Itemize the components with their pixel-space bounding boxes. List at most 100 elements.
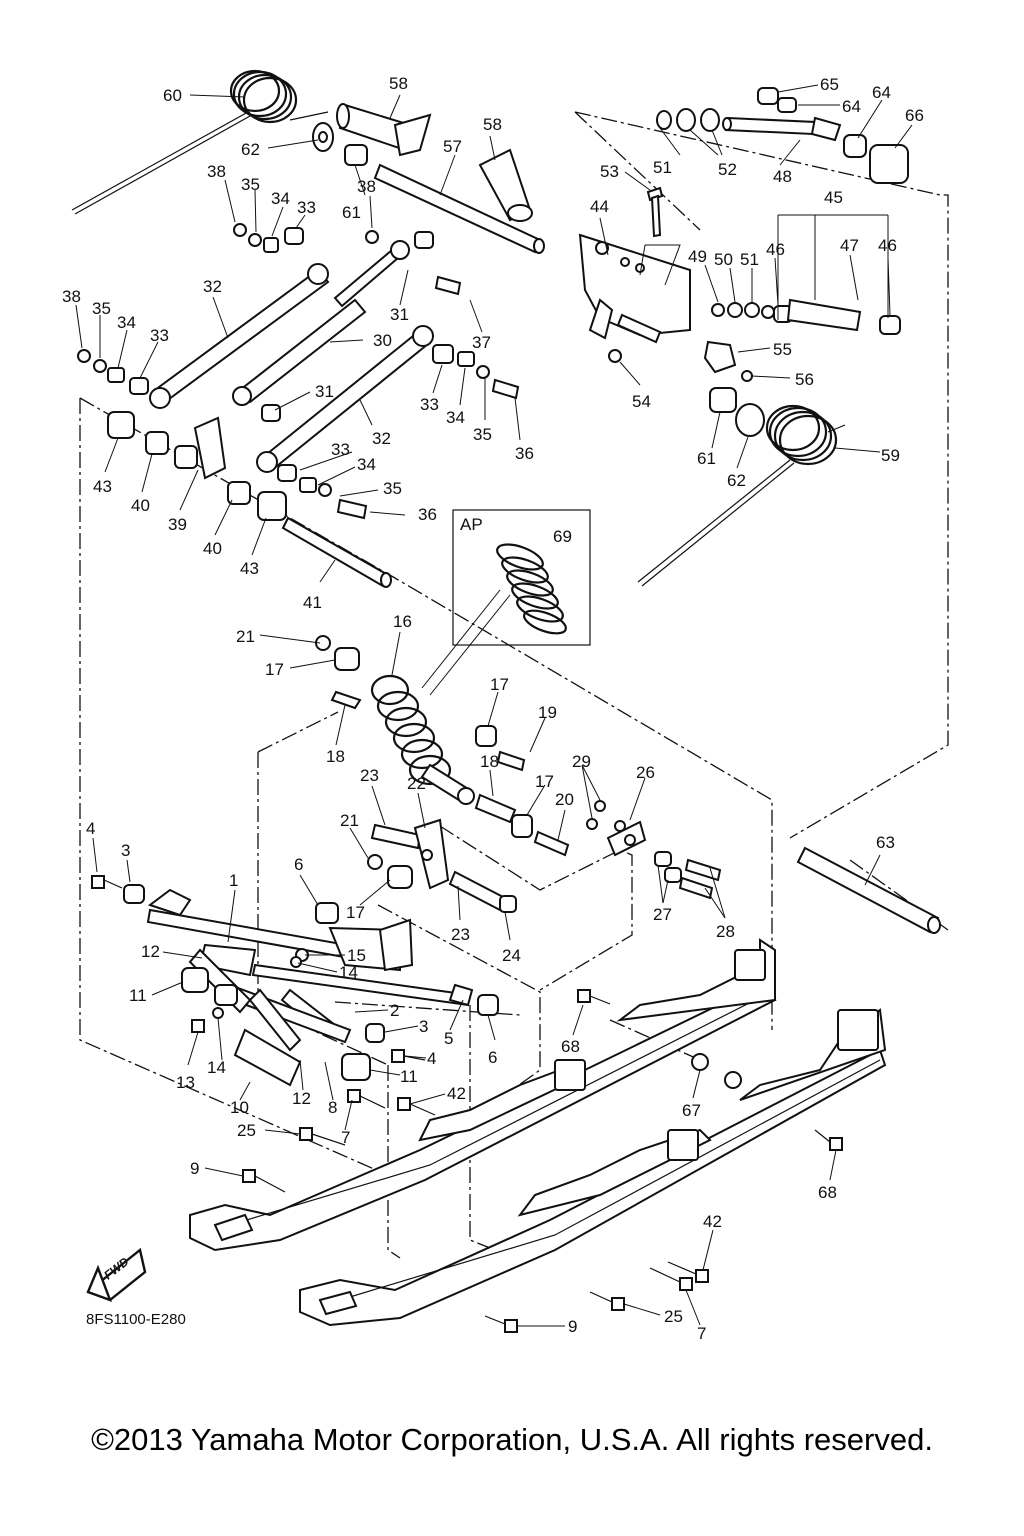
bracket-44 <box>578 233 691 344</box>
collar-58-a <box>336 103 432 157</box>
callout: 14 <box>339 963 358 982</box>
callout: 8 <box>328 1098 337 1117</box>
inset-label: AP <box>460 515 483 534</box>
callout: 17 <box>490 675 509 694</box>
callout: 63 <box>876 833 895 852</box>
callout: 35 <box>241 175 260 194</box>
callout: 27 <box>653 905 672 924</box>
callout: 18 <box>326 747 345 766</box>
callout: 51 <box>740 250 759 269</box>
callout: 3 <box>121 841 130 860</box>
callout: 21 <box>236 627 255 646</box>
rear-torsion-spring-right <box>637 404 846 587</box>
callout: 25 <box>237 1121 256 1140</box>
parts-54-55-56 <box>608 340 765 437</box>
washer-62-a <box>312 122 334 152</box>
callout: 52 <box>718 160 737 179</box>
callout: 40 <box>131 496 150 515</box>
callout: 16 <box>393 612 412 631</box>
callout: 35 <box>92 299 111 318</box>
callout-labels: 60 58 58 57 62 38 35 34 33 61 38 38 35 3… <box>62 74 924 1343</box>
slide-rail-rear <box>189 938 777 1252</box>
callout: 62 <box>727 471 746 490</box>
callout: 35 <box>383 479 402 498</box>
callout: 38 <box>357 177 376 196</box>
small-hardware-left <box>77 223 520 520</box>
callout: 29 <box>572 752 591 771</box>
slide-rail-front <box>299 1008 887 1327</box>
nuts-51-52 <box>656 108 720 132</box>
callout: 9 <box>190 1159 199 1178</box>
callout: 62 <box>241 140 260 159</box>
callout: 48 <box>773 167 792 186</box>
callout: 68 <box>561 1037 580 1056</box>
leader-lines <box>75 84 913 1327</box>
link-arm-32-lower <box>256 325 434 473</box>
callout: 17 <box>346 903 365 922</box>
callout: 41 <box>303 593 322 612</box>
callout: 10 <box>230 1098 249 1117</box>
callout: 32 <box>203 277 222 296</box>
callout: 39 <box>168 515 187 534</box>
callout: 19 <box>538 703 557 722</box>
callout: 4 <box>427 1049 436 1068</box>
callout: 21 <box>340 811 359 830</box>
callout: 11 <box>400 1067 418 1086</box>
callout: 2 <box>390 1001 399 1020</box>
callout: 6 <box>294 855 303 874</box>
diagram-code: 8FS1100-E280 <box>86 1311 186 1328</box>
bushings-43-40 <box>107 411 287 521</box>
callout: 44 <box>590 197 609 216</box>
link-arm-32-upper <box>149 263 330 409</box>
callout: 36 <box>515 444 534 463</box>
callout: 33 <box>297 198 316 217</box>
callout: 22 <box>407 774 426 793</box>
bushing-61-a <box>344 144 368 166</box>
callout: 43 <box>93 477 112 496</box>
callout: 64 <box>842 97 861 116</box>
callout: 65 <box>820 75 839 94</box>
callout: 38 <box>62 287 81 306</box>
callout: 9 <box>568 1317 577 1336</box>
callout: 31 <box>315 382 334 401</box>
callout: 61 <box>342 203 361 222</box>
callout: 13 <box>176 1073 195 1092</box>
shaft-48 <box>722 116 842 142</box>
fwd-arrow-icon: FWD <box>86 1247 147 1303</box>
callout: 12 <box>292 1089 311 1108</box>
callout: 67 <box>682 1101 701 1120</box>
callout: 35 <box>473 425 492 444</box>
callout: 26 <box>636 763 655 782</box>
ap-inset: AP <box>421 509 591 696</box>
callout: 33 <box>331 440 350 459</box>
callout: 40 <box>203 539 222 558</box>
cross-shaft-41 <box>281 516 392 588</box>
callout: 61 <box>697 449 716 468</box>
callout: 69 <box>553 527 572 546</box>
callout: 37 <box>472 333 491 352</box>
callout: 55 <box>773 340 792 359</box>
shock-30 <box>232 240 410 406</box>
callout: 23 <box>360 766 379 785</box>
bushings-64-65-66 <box>757 87 909 184</box>
shaft-57 <box>373 163 545 254</box>
callout: 15 <box>347 946 366 965</box>
callout: 58 <box>389 74 408 93</box>
shaft-63 <box>796 846 941 934</box>
callout: 34 <box>446 408 465 427</box>
callout: 47 <box>840 236 859 255</box>
bracket-39 <box>174 416 227 480</box>
group-outlines <box>79 111 949 1259</box>
callout: 1 <box>229 871 238 890</box>
callout: 20 <box>555 790 574 809</box>
callout: 11 <box>129 986 147 1005</box>
callout: 5 <box>444 1029 453 1048</box>
callout: 3 <box>419 1017 428 1036</box>
callout: 42 <box>447 1084 466 1103</box>
callout: 53 <box>600 162 619 181</box>
shock-16 <box>370 674 475 805</box>
bolt-53 <box>646 186 664 238</box>
callout: 12 <box>141 942 160 961</box>
callout: 23 <box>451 925 470 944</box>
